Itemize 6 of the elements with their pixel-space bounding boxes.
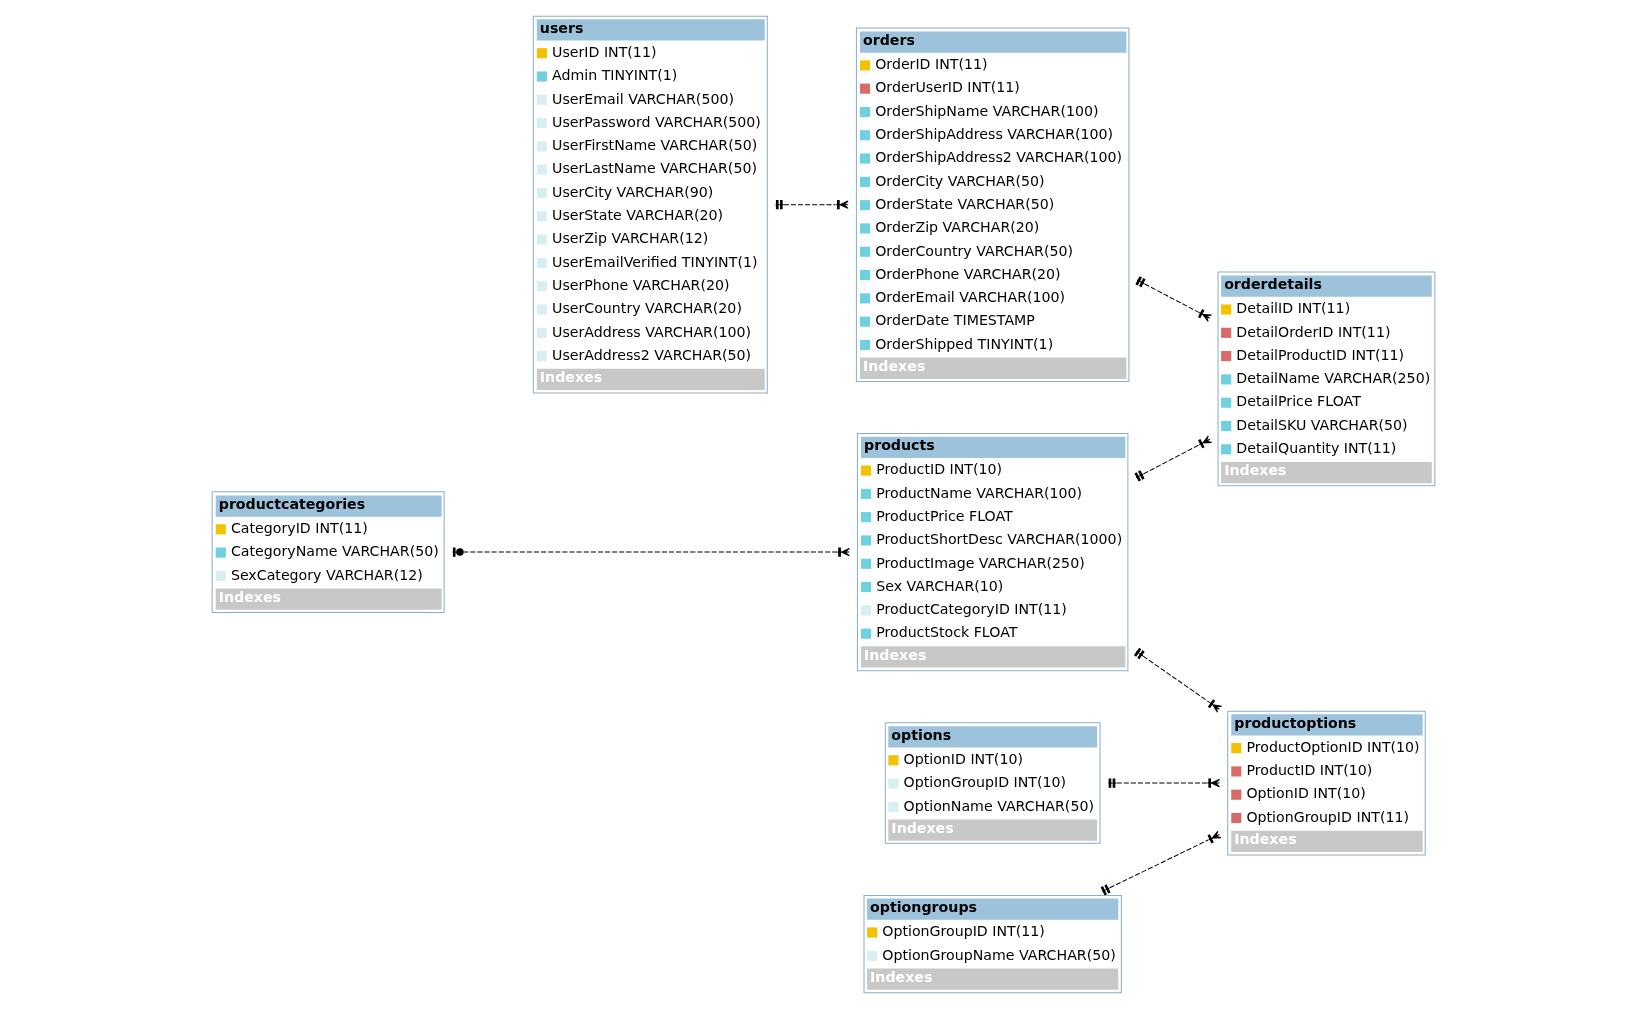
connector	[774, 200, 849, 210]
connector	[1133, 647, 1222, 713]
connector	[451, 547, 850, 557]
connector	[1133, 435, 1212, 482]
connector	[1134, 276, 1212, 322]
connector	[1100, 830, 1221, 896]
